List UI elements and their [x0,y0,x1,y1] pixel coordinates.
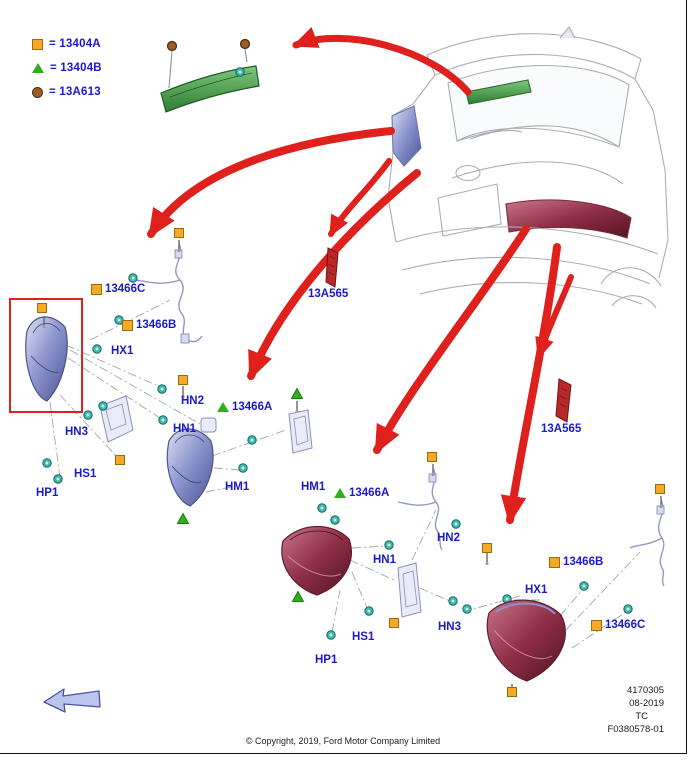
part-label-text: HN1 [173,423,197,435]
part-label-text: 13466C [605,619,646,631]
part-label-text: HM1 [301,481,326,493]
square-marker-icon [549,556,560,568]
drawing-date: 08-2019 [629,698,664,709]
square-marker-icon [122,319,133,331]
part-label-text: HX1 [525,584,548,596]
legend-label: = 13404B [50,62,102,74]
part-label-13a565[interactable]: 13A565 [308,288,348,300]
part-label-hs1[interactable]: HS1 [352,631,374,643]
part-label-13a565[interactable]: 13A565 [541,423,581,435]
part-label-hn3[interactable]: HN3 [65,426,88,438]
part-label-text: HN3 [65,426,89,438]
drawing-frame-right [686,0,687,754]
part-label-hx1[interactable]: HX1 [111,345,133,357]
part-label-hn2[interactable]: HN2 [181,395,204,407]
square-marker-icon [32,38,43,50]
part-label-text: HP1 [36,487,59,499]
part-label-13466c[interactable]: 13466C [91,283,145,295]
triangle-marker-icon [32,63,44,73]
part-label-text: HS1 [74,468,97,480]
part-label-13466c[interactable]: 13466C [591,619,645,631]
part-label-text: HN2 [181,395,205,407]
part-label-text: HX1 [111,345,134,357]
part-label-text: 13A565 [308,288,349,300]
drawing-number: F0380578-01 [607,724,664,735]
part-label-hp1[interactable]: HP1 [315,654,337,666]
part-label-13466a[interactable]: 13466A [334,487,389,499]
part-label-hn3[interactable]: HN3 [438,621,461,633]
legend: = 13404A = 13404B = 13A613 [32,32,102,104]
part-label-13466b[interactable]: 13466B [122,319,176,331]
part-label-text: HS1 [352,631,375,643]
square-marker-icon [591,619,602,631]
drawing-frame-bottom [0,753,687,754]
part-label-hx1[interactable]: HX1 [525,584,547,596]
part-label-text: HP1 [315,654,338,666]
part-label-text: HN2 [437,532,461,544]
part-label-text: 13466A [232,401,273,413]
part-label-text: HN1 [373,554,397,566]
legend-label: = 13A613 [49,86,101,98]
revision-code: TC [635,711,648,722]
part-label-hn1[interactable]: HN1 [173,423,196,435]
legend-item: = 13404A [32,32,102,56]
catalog-number: 4170305 [627,685,664,696]
legend-label: = 13404A [49,38,101,50]
part-label-text: 13A565 [541,423,582,435]
part-label-hm1[interactable]: HM1 [225,481,249,493]
copyright-text: © Copyright, 2019, Ford Motor Company Li… [245,736,441,746]
part-label-hn1[interactable]: HN1 [373,554,396,566]
part-label-13466a[interactable]: 13466A [217,401,272,413]
part-label-text: 13466A [349,487,390,499]
part-label-text: 13466C [105,283,146,295]
part-label-hn2[interactable]: HN2 [437,532,460,544]
part-label-text: 13466B [563,556,604,568]
part-label-13466b[interactable]: 13466B [549,556,603,568]
part-label-hp1[interactable]: HP1 [36,487,58,499]
part-label-text: HM1 [225,481,250,493]
part-label-hm1[interactable]: HM1 [301,481,325,493]
part-label-hs1[interactable]: HS1 [74,468,96,480]
legend-item: = 13404B [32,56,102,80]
triangle-marker-icon [334,488,346,498]
triangle-marker-icon [217,402,229,412]
part-label-text: HN3 [438,621,462,633]
square-marker-icon [91,283,102,295]
part-label-text: 13466B [136,319,177,331]
circle-marker-icon [32,86,43,98]
legend-item: = 13A613 [32,80,102,104]
drawing-info-block: 4170305 08-2019 TC F0380578-01 [574,684,664,736]
